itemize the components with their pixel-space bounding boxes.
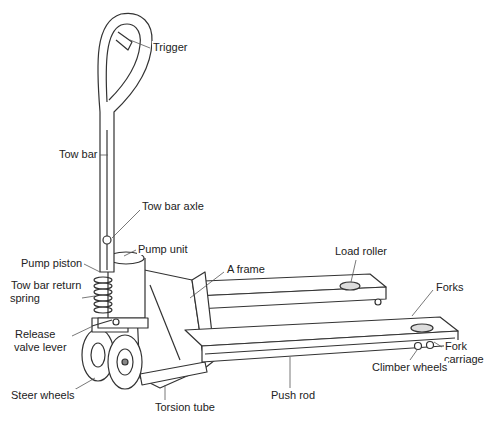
back-fork [180,274,386,309]
near-fork [185,317,458,362]
part-label: Pump piston [20,257,86,270]
steer-wheels [82,318,142,389]
part-label-text: Fork carriage [444,340,485,365]
part-label-text: A frame [226,263,266,275]
part-label: A frame [226,263,281,276]
tow-bar-return-spring [94,277,112,313]
part-label-text: Steer wheels [10,389,76,401]
part-label-text: Climber wheels [371,361,448,373]
part-label: Climber wheels [371,361,461,374]
part-label-text: Tow bar [58,148,99,160]
part-label-text: Push rod [270,389,316,401]
part-label: Fork carriage [444,340,492,366]
part-label: Steer wheels [10,389,76,402]
tow-bar [98,13,152,272]
part-label: Load roller [334,245,400,258]
part-label: Pump unit [137,243,197,256]
part-label: Torsion tube [154,401,224,414]
part-label: Tow bar return spring [10,279,84,305]
part-label: Push rod [270,389,330,402]
leader-lines [72,40,442,400]
part-label: Tow bar [58,148,100,161]
part-label-text: Tow bar axle [141,200,205,212]
part-label-text: Pump piston [20,257,83,269]
part-label-text: Release valve lever [14,328,68,353]
part-label: Tow bar axle [141,200,216,213]
part-label-text: Forks [435,281,465,293]
part-label-text: Trigger [152,41,188,53]
part-label-text: Tow bar return spring [10,279,81,304]
part-label-text: Torsion tube [154,401,216,413]
part-label-text: Pump unit [137,243,189,255]
part-label: Release valve lever [14,328,74,354]
part-label: Trigger [152,41,212,54]
part-label: Forks [435,281,485,294]
part-label-text: Load roller [334,245,388,257]
torsion-tube [140,362,207,385]
